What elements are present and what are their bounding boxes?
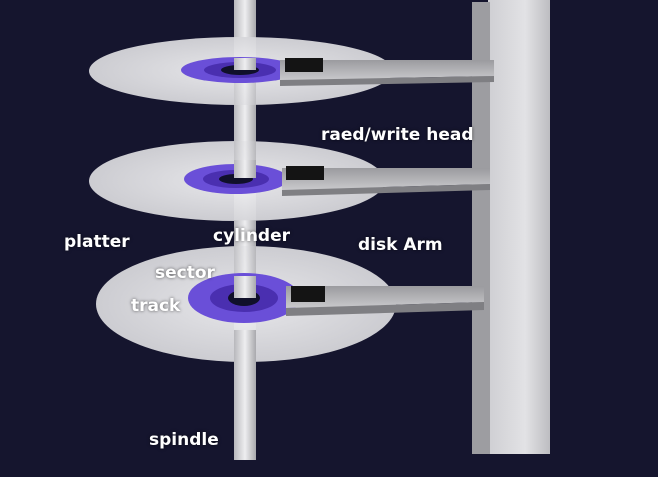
read-write-head-bottom [291,286,325,302]
read-write-head-middle [286,166,324,180]
label-read-write-head: raed/write head [321,125,474,145]
label-track: track [131,296,181,316]
label-sector: sector [155,263,215,283]
label-disk-arm: disk Arm [358,235,443,255]
label-spindle: spindle [149,430,219,450]
platter-top [89,37,393,111]
platter-bottom [96,220,396,460]
read-write-head-top [285,58,323,72]
disk-arm-top [280,58,494,86]
disk-arm-middle [282,166,490,196]
actuator-post [472,0,550,454]
label-platter: platter [64,232,130,252]
platter-middle [89,120,385,221]
disk-arm-bottom [286,286,484,316]
label-cylinder: cylinder [213,226,290,246]
